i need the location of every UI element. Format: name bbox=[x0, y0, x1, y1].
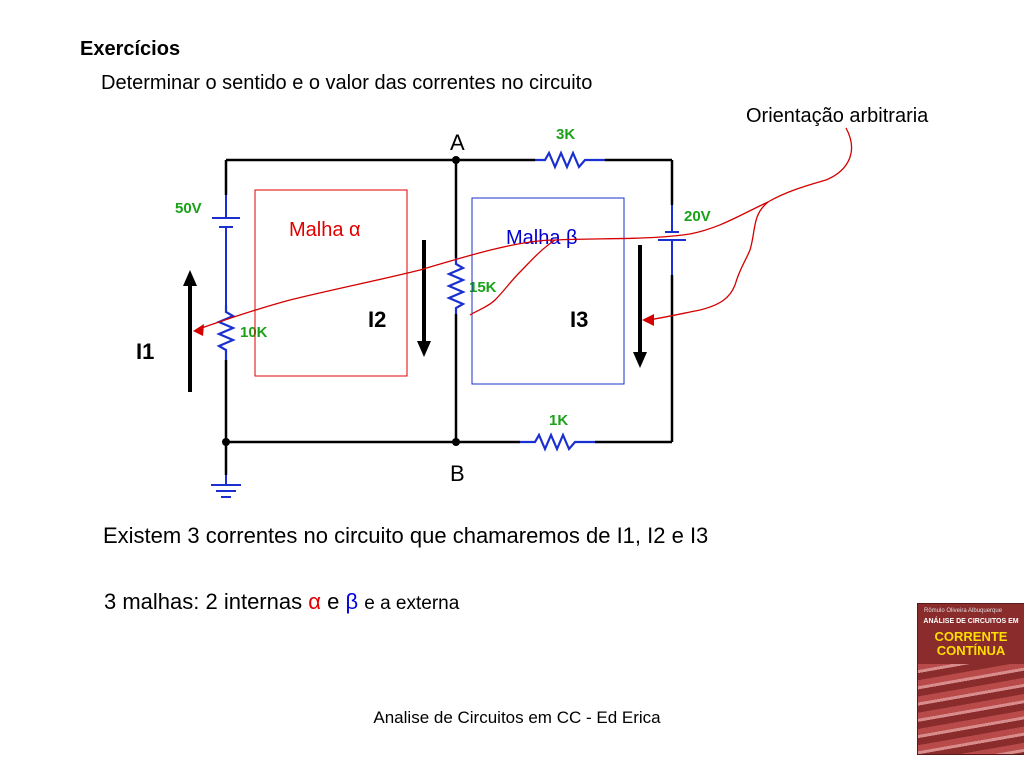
label-1k: 1K bbox=[549, 412, 568, 429]
book-series: ANÁLISE DE CIRCUITOS EM bbox=[923, 618, 1019, 625]
label-50v: 50V bbox=[175, 200, 202, 217]
mesh-alpha-box bbox=[254, 189, 408, 377]
node-a-dot bbox=[452, 156, 460, 164]
slide-title: Exercícios bbox=[80, 38, 181, 60]
node-a-label: A bbox=[450, 130, 465, 155]
meshes-sentence: 3 malhas: 2 internas α e β e a externa bbox=[104, 589, 459, 615]
alpha-symbol: α bbox=[308, 589, 321, 614]
current-i2-arrow bbox=[417, 240, 431, 357]
book-cover-pattern bbox=[918, 664, 1024, 754]
node-b-label: B bbox=[450, 461, 465, 486]
label-15k: 15K bbox=[469, 279, 497, 296]
mesh-beta-label: Malha β bbox=[506, 227, 578, 249]
current-i3-arrow bbox=[633, 245, 647, 368]
label-10k: 10K bbox=[240, 324, 268, 341]
node-b-dot bbox=[452, 438, 460, 446]
orientation-pointer-lines bbox=[193, 127, 853, 336]
meshes-prefix: 3 malhas: 2 internas bbox=[104, 589, 303, 614]
mesh-alpha-label: Malha α bbox=[289, 219, 361, 241]
label-20v: 20V bbox=[684, 208, 711, 225]
current-i1-label: I1 bbox=[136, 339, 154, 364]
currents-sentence: Existem 3 correntes no circuito que cham… bbox=[103, 523, 709, 548]
ground-icon bbox=[211, 475, 241, 498]
node-bl-dot bbox=[222, 438, 230, 446]
resistor-3k bbox=[535, 150, 605, 170]
resistor-10k bbox=[216, 305, 236, 360]
book-title: CORRENTE CONTÍNUA bbox=[934, 629, 1008, 658]
resistor-1k bbox=[520, 432, 595, 452]
battery-50v bbox=[212, 195, 240, 305]
book-author: Rômulo Oliveira Albuquerque bbox=[924, 608, 1003, 614]
book-cover-image: Rômulo Oliveira Albuquerque ANÁLISE DE C… bbox=[917, 603, 1024, 755]
meshes-suffix: e a externa bbox=[364, 593, 460, 614]
label-3k: 3K bbox=[556, 126, 575, 143]
circuit-diagram: 50V 20V 3K 15K 10K 1K A B Malha α Malha … bbox=[136, 126, 853, 498]
footer-reference: Analise de Circuitos em CC - Ed Erica bbox=[373, 708, 661, 727]
meshes-and: e bbox=[327, 589, 340, 614]
current-i3-label: I3 bbox=[570, 307, 588, 332]
current-i2-label: I2 bbox=[368, 307, 386, 332]
beta-symbol: β bbox=[345, 589, 359, 614]
battery-20v bbox=[658, 205, 686, 275]
current-i1-arrow bbox=[183, 270, 197, 392]
orientation-note: Orientação arbitraria bbox=[746, 105, 929, 127]
resistor-15k bbox=[446, 258, 466, 314]
mesh-beta-box bbox=[471, 197, 625, 385]
slide-subtitle: Determinar o sentido e o valor das corre… bbox=[101, 72, 593, 94]
